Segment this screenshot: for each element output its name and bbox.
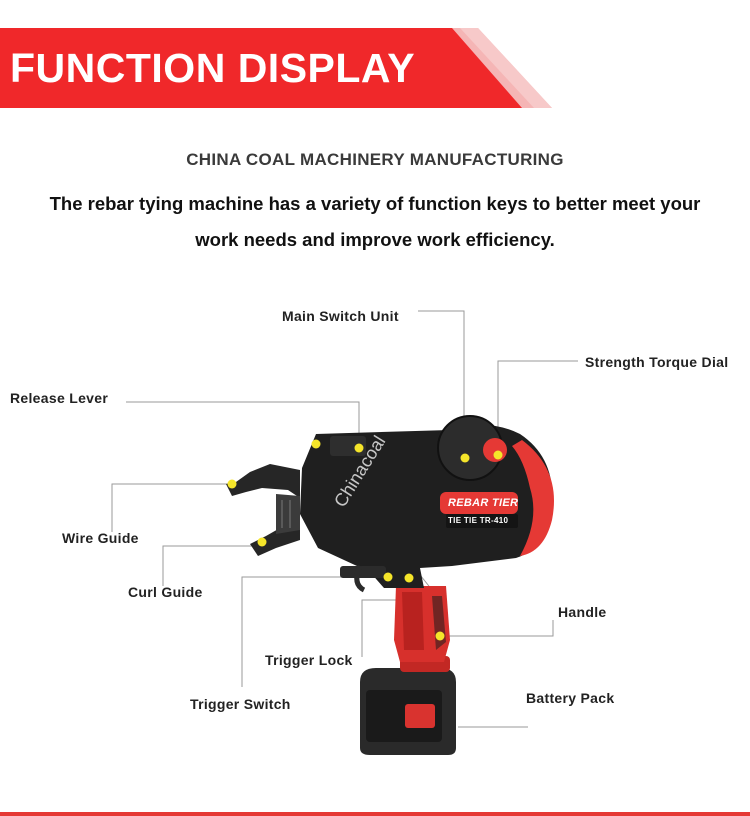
marker-trigger-switch: [383, 572, 393, 582]
callout-trigger-switch: Trigger Switch: [190, 696, 291, 712]
marker-trigger-lock: [404, 573, 414, 583]
bottom-accent-line: [0, 812, 750, 816]
marker-body: [311, 439, 321, 449]
company-name: CHINA COAL MACHINERY MANUFACTURING: [186, 150, 564, 169]
description-line-1: The rebar tying machine has a variety of…: [49, 193, 701, 214]
jaw-shape: [226, 464, 300, 556]
callout-trigger-lock: Trigger Lock: [265, 652, 353, 668]
rebar-tier-illustration: [111, 310, 578, 755]
marker-main-switch: [460, 453, 470, 463]
marker-release-lever: [354, 443, 364, 453]
tool-body-shape: [300, 415, 554, 593]
marker-curl-guide: [257, 537, 267, 547]
banner-shape: [0, 28, 552, 108]
callout-main-switch-unit: Main Switch Unit: [282, 308, 399, 324]
callout-battery-pack: Battery Pack: [526, 690, 615, 706]
header-banner: FUNCTION DISPLAY: [0, 0, 750, 120]
model-label: TIE TIE TR-410: [448, 516, 509, 525]
description: The rebar tying machine has a variety of…: [15, 186, 735, 258]
callout-handle: Handle: [558, 604, 607, 620]
marker-wire-guide: [227, 479, 237, 489]
callout-wire-guide: Wire Guide: [62, 530, 139, 546]
marker-torque-dial: [493, 450, 503, 460]
callout-release-lever: Release Lever: [10, 390, 109, 406]
description-line-2: work needs and improve work efficiency.: [195, 229, 555, 250]
battery-pack-shape: [360, 656, 456, 755]
brand-label: REBAR TIER: [448, 497, 519, 509]
callout-curl-guide: Curl Guide: [128, 584, 203, 600]
handle-shape: [394, 586, 450, 662]
function-markers: [227, 439, 503, 641]
banner-title: FUNCTION DISPLAY: [10, 45, 416, 91]
marker-handle: [435, 631, 445, 641]
callout-strength-torque-dial: Strength Torque Dial: [585, 354, 729, 370]
product-diagram: REBAR TIER TIE TIE TR-410 Main Switch Un…: [0, 290, 750, 816]
